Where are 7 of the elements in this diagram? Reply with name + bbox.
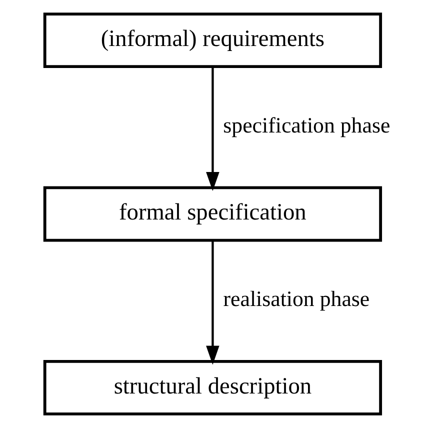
node-box: structural description (42, 360, 382, 416)
node-box: (informal) requirements (42, 12, 382, 68)
edge-label: specification phase (222, 112, 390, 138)
edge-label: realisation phase (222, 286, 370, 311)
node-box: formal specification (42, 186, 382, 242)
arrow (206, 240, 219, 365)
arrow (206, 66, 219, 191)
